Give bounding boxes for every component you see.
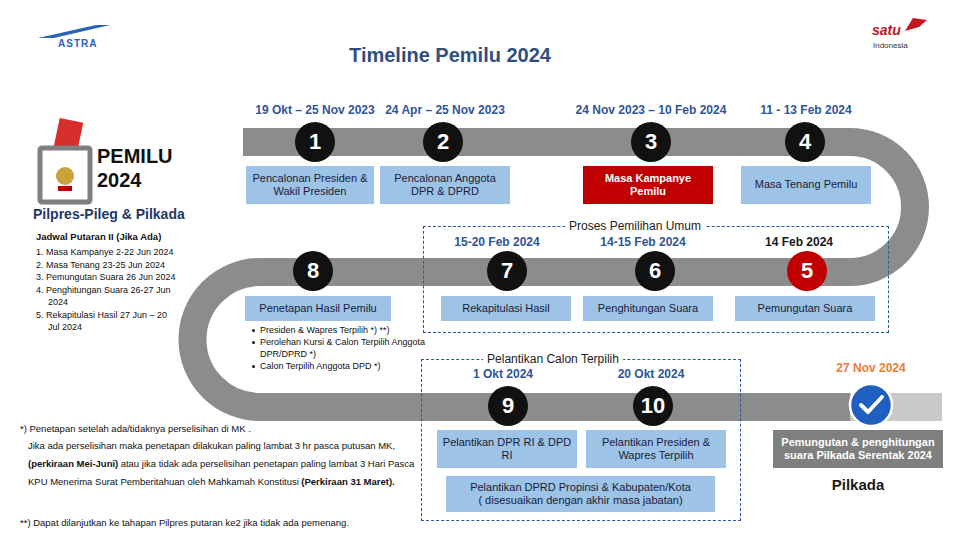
stage-box: Penetapan Hasil Pemilu	[245, 296, 391, 321]
footnote: **) Dapat dilanjutkan ke tahapan Pilpres…	[20, 517, 349, 529]
stage-box: Pelantikan DPR RI & DPD RI	[437, 430, 577, 468]
result-bullets: Presiden & Wapres Terpilih *) **)Peroleh…	[250, 324, 425, 372]
step-number: 1	[309, 129, 321, 155]
section-label: Pilkada	[832, 476, 885, 493]
bullet-item: Calon Terpilih Anggota DPD *)	[250, 360, 425, 372]
step-number: 10	[641, 393, 665, 419]
step-number: 2	[437, 129, 449, 155]
box-label: Pencalonan Anggota DPR & DPRD	[384, 172, 506, 198]
box-label: Masa Tenang Pemilu	[755, 178, 858, 191]
stage-group: Pelantikan Calon Terpilih9Pelantikan DPR…	[422, 360, 740, 520]
footnote: *) Penetapan setelah ada/tidaknya persel…	[20, 423, 251, 435]
box-label: Masa Kampanye Pemilu	[587, 172, 709, 198]
footnote-text: (Perkiraan 31 Maret).	[301, 476, 394, 487]
check-circle	[850, 384, 892, 426]
timeline-road	[192, 142, 915, 407]
step-number-circle: 7	[487, 251, 527, 291]
diagram-title: Timeline Pemilu 2024	[349, 44, 551, 67]
list-item: 5. Rekapitulasi Hasil 27 Jun – 20 Jul 20…	[36, 309, 176, 334]
stage-box: Pelantikan Presiden & Wapres Terpilih	[586, 430, 726, 468]
box-label: Pelantikan DPRD Propinsi & Kabupaten/Kot…	[470, 481, 691, 494]
date-label: 11 - 13 Feb 2024	[760, 103, 851, 117]
step-number: 8	[307, 258, 319, 284]
date-label: 24 Apr – 25 Nov 2023	[385, 103, 505, 117]
footnote-paragraph: Jika ada perselisihan maka penetapan dil…	[28, 435, 415, 489]
ballot-emblem	[56, 167, 74, 185]
ballot-box	[40, 148, 90, 202]
box-label: Penghitungan Suara	[598, 302, 698, 315]
step-number: 4	[799, 129, 811, 155]
step-number: 5	[801, 258, 813, 284]
list-item: 3. Pemungutan Suara 26 Jun 2024	[36, 271, 176, 284]
stage-box: Pencalonan Anggota DPR & DPRD	[380, 166, 510, 204]
box-label: Penetapan Hasil Pemilu	[259, 302, 376, 315]
box-label: Pencalonan Presiden & Wakil Presiden	[250, 172, 370, 198]
stage-box: Masa Tenang Pemilu	[741, 166, 871, 204]
date-label: 15-20 Feb 2024	[454, 235, 539, 249]
date-label: 14 Feb 2024	[765, 235, 833, 249]
logo-text: ASTRA	[58, 38, 97, 49]
box-label: Pelantikan Presiden & Wapres Terpilih	[590, 436, 722, 462]
group-heading: Proses Pemilihan Umum	[565, 219, 705, 233]
box-label: Pemungutan & penghitungan suara Pilkada …	[777, 436, 939, 462]
section-heading: Pilpres-Pileg & Pilkada	[33, 206, 185, 222]
box-label: Rekapitulasi Hasil	[462, 302, 549, 315]
step-number-circle: 2	[423, 122, 463, 162]
box-label: ( disesuaikan dengan akhir masa jabatan)	[478, 494, 682, 507]
ballot-emblem-base	[58, 186, 72, 191]
step-number-circle: 4	[785, 122, 825, 162]
stage-box: Pemungutan Suara	[735, 296, 875, 321]
list-item: 4. Penghitungan Suara 26-27 Jun 2024	[36, 284, 176, 309]
stage-box: Rekapitulasi Hasil	[441, 296, 571, 321]
voting-day-circle: 5	[787, 251, 827, 291]
step-number-circle: 1	[295, 122, 335, 162]
step-number-circle: 6	[635, 251, 675, 291]
date-label: 24 Nov 2023 – 10 Feb 2024	[576, 103, 727, 117]
list-item: 2. Masa Tenang 23-25 Jun 2024	[36, 259, 176, 272]
box-label: Pelantikan DPR RI & DPD RI	[441, 436, 573, 462]
astra-logo-shape	[38, 25, 110, 38]
step-number-circle: 3	[631, 122, 671, 162]
date-label: 19 Okt – 25 Nov 2023	[255, 103, 374, 117]
box-label: Pemungutan Suara	[758, 302, 853, 315]
step-number-circle: 9	[488, 386, 528, 426]
step-number-circle: 10	[633, 386, 673, 426]
list-item: 1. Masa Kampanye 2-22 Jun 2024	[36, 246, 176, 259]
schedule-list: 1. Masa Kampanye 2-22 Jun 20242. Masa Te…	[36, 246, 176, 334]
satu-logo-flag	[905, 18, 927, 31]
stage-box: Pelantikan DPRD Propinsi & Kabupaten/Kot…	[446, 476, 715, 512]
date-label: 20 Okt 2024	[618, 367, 685, 381]
date-label: 14-15 Feb 2024	[600, 235, 685, 249]
bullet-item: Presiden & Wapres Terpilih *) **)	[250, 324, 425, 336]
check-mark	[861, 397, 882, 412]
step-number-circle: 8	[293, 251, 333, 291]
date-label: 1 Okt 2024	[473, 367, 533, 381]
campaign-box: Masa Kampanye Pemilu	[583, 166, 713, 204]
step-number: 3	[645, 129, 657, 155]
logo-text: Indonesia	[873, 41, 908, 50]
stage-box: Pencalonan Presiden & Wakil Presiden	[246, 166, 374, 204]
list-heading: Jadwal Putaran II (Jika Ada)	[36, 231, 161, 242]
step-number: 7	[501, 258, 513, 284]
footnote-text: (perkiraan Mei-Juni)	[28, 458, 118, 469]
stage-box: Penghitungan Suara	[583, 296, 713, 321]
bullet-item: Perolehan Kursi & Calon Terpilih Anggota…	[250, 336, 425, 360]
step-number: 9	[502, 393, 514, 419]
step-number: 6	[649, 258, 661, 284]
emblem-text: 2024	[97, 169, 142, 192]
footnote-text: Jika ada perselisihan maka penetapan dil…	[28, 440, 395, 451]
emblem-text: PEMILU	[97, 145, 173, 168]
group-heading: Pelantikan Calon Terpilih	[483, 352, 623, 366]
logo-text: satu	[872, 22, 901, 38]
date-label: 27 Nov 2024	[836, 361, 905, 375]
pilkada-box: Pemungutan & penghitungan suara Pilkada …	[773, 430, 943, 468]
